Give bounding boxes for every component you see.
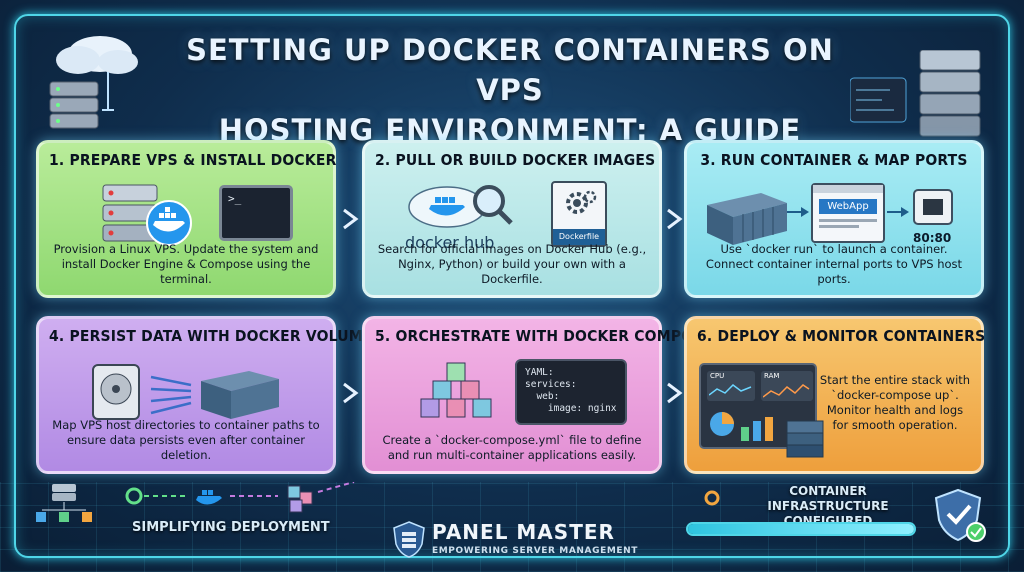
volume-mapping-icon [92,364,279,420]
ram-chart-icon [763,384,810,398]
status-node-icon [704,490,720,506]
dockerfile-label: Dockerfile [553,229,605,245]
step-card-3: 3. RUN CONTAINER & MAP PORTS WebApp 80:8… [684,140,984,298]
step-5-text: Create a `docker-compose.yml` file to de… [382,433,642,462]
deployment-pipeline-icon [36,482,355,522]
step-card-6: 6. DEPLOY & MONITOR CONTAINERS CPU RAM S… [684,316,986,474]
step-card-4: 4. PERSIST DATA WITH DOCKER VOLUMES Map … [36,316,383,474]
webapp-label: WebApp [819,199,877,214]
step-4-heading: 4. PERSIST DATA WITH DOCKER VOLUMES [49,327,383,345]
shield-check-icon [934,488,986,542]
monitoring-dashboard: CPU RAM [699,363,817,449]
yaml-line: services: [525,379,577,390]
pie-chart-icon [710,412,734,436]
terminal-prompt: >_ [228,192,242,205]
terminal-window: >_ [219,185,293,241]
step-6-text: Start the entire stack with `docker-comp… [819,373,971,432]
step-3-text: Use `docker run` to launch a container. … [705,242,963,286]
step-4-text: Map VPS host directories to container pa… [52,418,320,462]
cpu-label: CPU [710,372,725,380]
gear-icon [566,190,597,214]
step-2-heading: 2. PULL OR BUILD DOCKER IMAGES [375,151,656,169]
container-stack-icon [786,420,824,458]
step-card-5: 5. ORCHESTRATE WITH DOCKER COMPOSE YAML:… [362,316,714,474]
yaml-line: web: [525,391,560,402]
docker-hub-label: docker hub [405,233,495,252]
footer-left-text: SIMPLIFYING DEPLOYMENT [132,520,330,535]
arrow-right-icon-2 [887,207,909,217]
progress-bar [686,522,916,536]
arrow-right-icon [787,207,809,217]
step-card-2: 2. PULL OR BUILD DOCKER IMAGES docker hu… [362,140,662,298]
brand-tagline: EMPOWERING SERVER MANAGEMENT [432,546,639,556]
bar-chart-icon [741,417,773,441]
step-1-heading: 1. PREPARE VPS & INSTALL DOCKER [49,151,337,169]
ram-panel: RAM [761,371,813,401]
step-3-heading: 3. RUN CONTAINER & MAP PORTS [700,151,968,169]
brand-name: PANEL MASTER [432,520,615,544]
footer-status-line-1: CONTAINER INFRASTRUCTURE [767,484,889,513]
cpu-chart-icon [709,384,752,396]
container-icon [707,193,787,245]
docker-hub-cloud-icon [408,185,513,228]
neon-frame [14,14,1010,558]
cubes-icon [420,362,492,418]
cpu-panel: CPU [707,371,755,401]
port-mapping-label: 80:80 [913,231,952,245]
server-stack-icon [102,184,192,246]
step-2-text: Search for official images on Docker Hub… [377,242,647,286]
ethernet-port-icon [913,189,953,225]
arrow-4-to-5-icon [343,382,359,404]
webapp-window: WebApp [811,183,885,243]
shield-logo-icon [393,521,425,558]
page-title: SETTING UP DOCKER CONTAINERS ON VPS HOST… [160,30,860,150]
title-line-1: SETTING UP DOCKER CONTAINERS ON VPS [186,33,834,107]
yaml-line: image: nginx [525,403,617,414]
progress-fill [688,524,914,534]
yaml-line: YAML: [525,367,554,378]
ram-label: RAM [764,372,780,380]
brand-logo: PANEL MASTER EMPOWERING SERVER MANAGEMEN… [386,520,646,560]
step-card-1: 1. PREPARE VPS & INSTALL DOCKER >_ Provi… [36,140,336,298]
step-5-heading: 5. ORCHESTRATE WITH DOCKER COMPOSE [375,327,714,345]
arrow-5-to-6-icon [667,382,683,404]
yaml-snippet: YAML:services: web: image: nginx [515,359,627,425]
step-1-text: Provision a Linux VPS. Update the system… [53,242,319,286]
dockerfile-icon: Dockerfile [551,181,607,247]
arrow-1-to-2-icon [343,208,359,230]
step-6-heading: 6. DEPLOY & MONITOR CONTAINERS [697,327,986,345]
cloud-server-icon [49,36,138,129]
server-rack-icon [850,50,981,137]
arrow-2-to-3-icon [667,208,683,230]
